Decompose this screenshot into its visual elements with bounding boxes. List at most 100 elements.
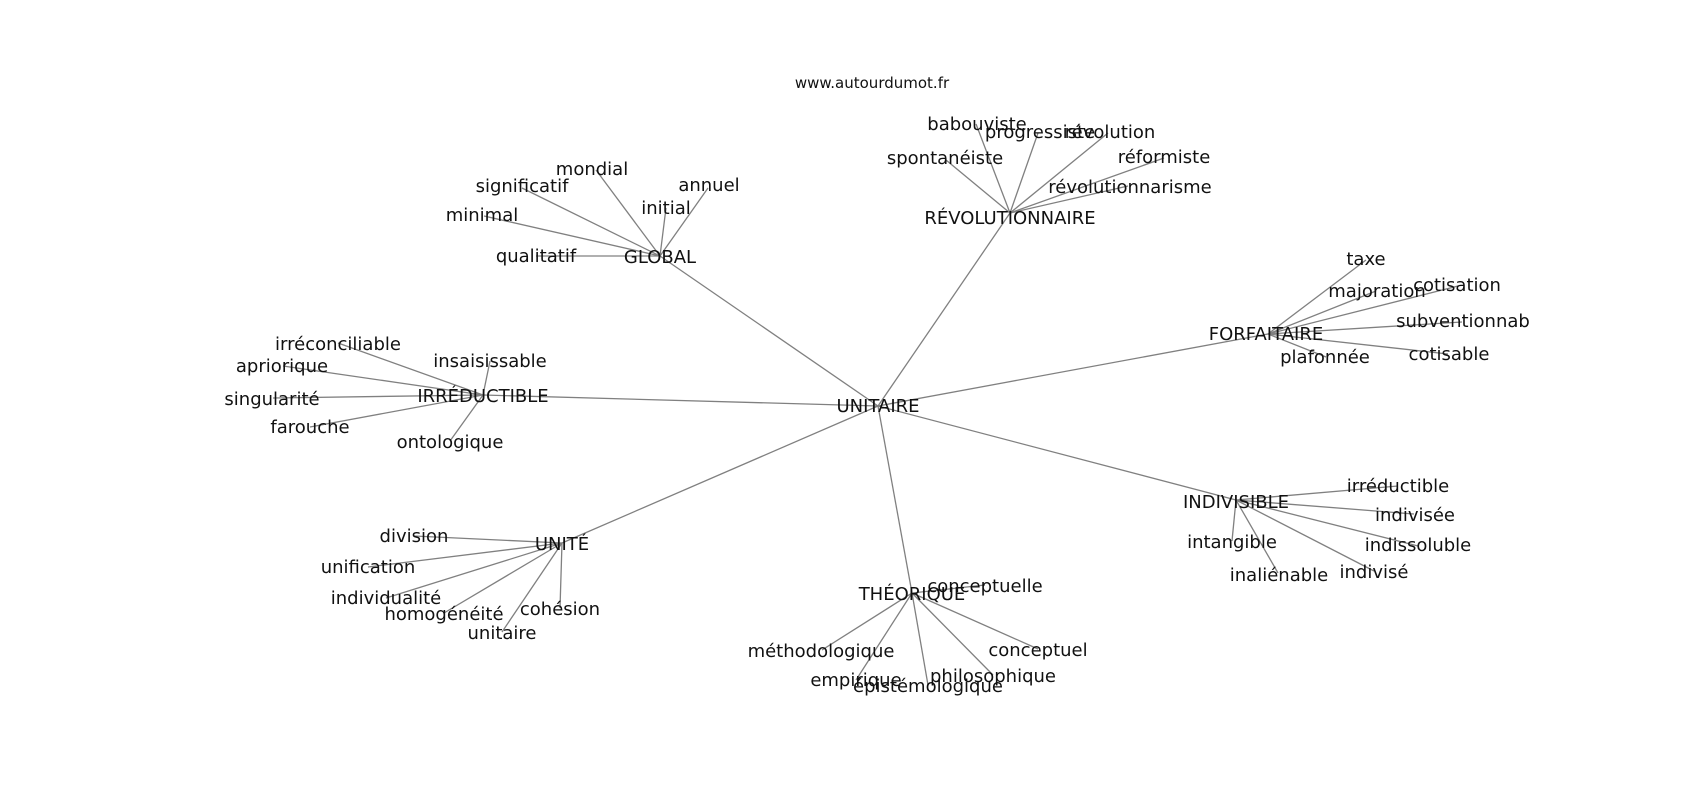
- edge-center-unite: [561, 405, 879, 544]
- leaf-word-unitaire[interactable]: unitaire: [468, 623, 537, 644]
- edge-theorique-philosophique: [911, 592, 994, 676]
- edge-irreductible-irreconciliable: [337, 342, 484, 396]
- edge-unite-cohesion: [559, 542, 563, 609]
- edge-unite-individualite: [385, 542, 563, 599]
- edge-revolutionnaire-progressiste: [1009, 132, 1039, 214]
- graph-edges: [272, 123, 1463, 686]
- leaf-word-farouche[interactable]: farouche: [270, 417, 349, 438]
- edge-revolutionnaire-revolutionnarisme: [1009, 185, 1129, 214]
- edge-center-irreductible: [482, 394, 879, 407]
- leaf-word-revolution[interactable]: révolution: [1065, 122, 1156, 143]
- hub-word-theorique[interactable]: THÉORIQUE: [858, 583, 966, 605]
- hub-word-indivisible[interactable]: INDIVISIBLE: [1183, 492, 1289, 513]
- leaf-word-unification[interactable]: unification: [321, 557, 416, 578]
- leaf-word-irreconciliable[interactable]: irréconciliable: [275, 334, 401, 355]
- edge-theorique-empirique: [855, 592, 913, 681]
- edge-unite-homogeneite: [443, 542, 563, 614]
- leaf-word-cohesion[interactable]: cohésion: [520, 599, 600, 620]
- edge-forfaitaire-majoration: [1267, 290, 1377, 335]
- leaf-word-conceptuelle[interactable]: conceptuelle: [927, 576, 1042, 597]
- edge-theorique-epistemologique: [911, 592, 929, 686]
- hub-word-forfaitaire[interactable]: FORFAITAIRE: [1209, 324, 1323, 345]
- edge-indivisible-indivisee: [1235, 499, 1415, 515]
- edge-revolutionnaire-babouviste: [975, 123, 1011, 214]
- leaf-word-inalienable[interactable]: inaliénable: [1230, 565, 1328, 586]
- site-url: www.autourdumot.fr: [795, 74, 950, 92]
- edge-theorique-conceptuelle: [911, 584, 986, 594]
- edge-theorique-conceptuel: [911, 592, 1039, 650]
- leaf-word-annuel[interactable]: annuel: [678, 175, 739, 196]
- edge-global-initial: [659, 207, 667, 257]
- leaf-word-qualitatif[interactable]: qualitatif: [496, 246, 577, 267]
- leaf-word-cotisation[interactable]: cotisation: [1413, 275, 1501, 296]
- hub-word-global[interactable]: GLOBAL: [624, 247, 696, 268]
- edge-indivisible-inalienable: [1235, 499, 1279, 574]
- leaf-word-subventionnab[interactable]: subventionnab: [1396, 311, 1530, 332]
- center-word[interactable]: UNITAIRE: [836, 396, 919, 417]
- edge-unite-division: [413, 535, 563, 544]
- edge-center-forfaitaire: [877, 333, 1269, 407]
- leaf-word-homogeneite[interactable]: homogénéité: [384, 604, 503, 625]
- leaf-word-insaisissable[interactable]: insaisissable: [433, 351, 546, 372]
- edge-irreductible-farouche: [309, 394, 484, 428]
- leaf-word-division[interactable]: division: [380, 526, 449, 547]
- edge-irreductible-singularite: [272, 394, 484, 399]
- leaf-word-intangible[interactable]: intangible: [1187, 532, 1277, 553]
- leaf-word-minimal[interactable]: minimal: [446, 205, 519, 226]
- leaf-word-philosophique[interactable]: philosophique: [930, 666, 1056, 687]
- edge-forfaitaire-plafonnee: [1267, 333, 1327, 358]
- leaf-word-empirique[interactable]: empirique: [810, 670, 901, 691]
- edge-forfaitaire-cotisation: [1267, 285, 1459, 335]
- hub-word-unite[interactable]: UNITÉ: [535, 533, 589, 555]
- leaf-word-indissoluble[interactable]: indissoluble: [1365, 535, 1472, 556]
- leaf-word-irreductible[interactable]: irréductible: [1347, 476, 1449, 497]
- leaf-word-indivisee[interactable]: indivisée: [1375, 505, 1455, 526]
- edge-center-revolutionnaire: [877, 212, 1011, 407]
- edge-indivisible-intangible: [1231, 499, 1237, 542]
- edge-revolutionnaire-spontaneiste: [945, 159, 1011, 214]
- edge-forfaitaire-subventionnab: [1267, 321, 1463, 335]
- edge-forfaitaire-cotisable: [1267, 333, 1449, 355]
- edge-center-theorique: [877, 405, 913, 594]
- leaf-word-conceptuel[interactable]: conceptuel: [988, 640, 1087, 661]
- edge-global-mondial: [595, 169, 661, 257]
- leaf-word-apriorique[interactable]: apriorique: [236, 356, 328, 377]
- edge-center-global: [659, 255, 879, 407]
- edge-global-annuel: [659, 187, 709, 257]
- leaf-word-individualite[interactable]: individualité: [331, 588, 442, 609]
- edge-revolutionnaire-revolution: [1009, 132, 1109, 214]
- hub-word-irreductible[interactable]: IRRÉDUCTIBLE: [417, 385, 548, 407]
- leaf-word-indivise[interactable]: indivisé: [1340, 562, 1409, 583]
- leaf-word-methodologique[interactable]: méthodologique: [748, 641, 895, 662]
- edge-indivisible-indissoluble: [1235, 499, 1419, 547]
- edge-revolutionnaire-reformiste: [1009, 157, 1165, 214]
- leaf-word-majoration[interactable]: majoration: [1328, 281, 1426, 302]
- leaf-word-reformiste[interactable]: réformiste: [1118, 147, 1211, 168]
- leaf-word-progressiste[interactable]: progressiste: [985, 122, 1095, 143]
- edge-unite-unification: [367, 542, 563, 568]
- leaf-word-spontaneiste[interactable]: spontanéiste: [887, 148, 1003, 169]
- edge-indivisible-indivise: [1235, 499, 1375, 572]
- leaf-word-plafonnee[interactable]: plafonnée: [1280, 347, 1370, 368]
- edge-global-minimal: [483, 215, 661, 257]
- edge-theorique-methodologique: [821, 592, 913, 651]
- edge-global-significatif: [521, 187, 661, 257]
- leaf-word-babouviste[interactable]: babouviste: [927, 114, 1026, 135]
- leaf-word-revolutionnarisme[interactable]: révolutionnarisme: [1048, 177, 1211, 198]
- leaf-word-ontologique[interactable]: ontologique: [397, 432, 504, 453]
- leaf-word-mondial[interactable]: mondial: [556, 159, 628, 180]
- leaf-word-significatif[interactable]: significatif: [476, 176, 570, 197]
- edge-irreductible-ontologique: [449, 394, 484, 442]
- edge-irreductible-apriorique: [282, 365, 484, 396]
- edge-unite-unitaire: [501, 542, 563, 633]
- leaf-word-taxe[interactable]: taxe: [1346, 249, 1385, 270]
- hub-word-revolutionnaire[interactable]: RÉVOLUTIONNAIRE: [924, 207, 1095, 229]
- leaf-word-epistemologique[interactable]: épistémologique: [853, 676, 1003, 697]
- edge-irreductible-insaisissable: [482, 360, 491, 396]
- edge-forfaitaire-taxe: [1267, 259, 1367, 335]
- leaf-word-singularite[interactable]: singularité: [224, 389, 319, 410]
- leaf-word-initial[interactable]: initial: [641, 198, 691, 219]
- edge-center-indivisible: [877, 405, 1237, 501]
- leaf-word-cotisable[interactable]: cotisable: [1409, 344, 1490, 365]
